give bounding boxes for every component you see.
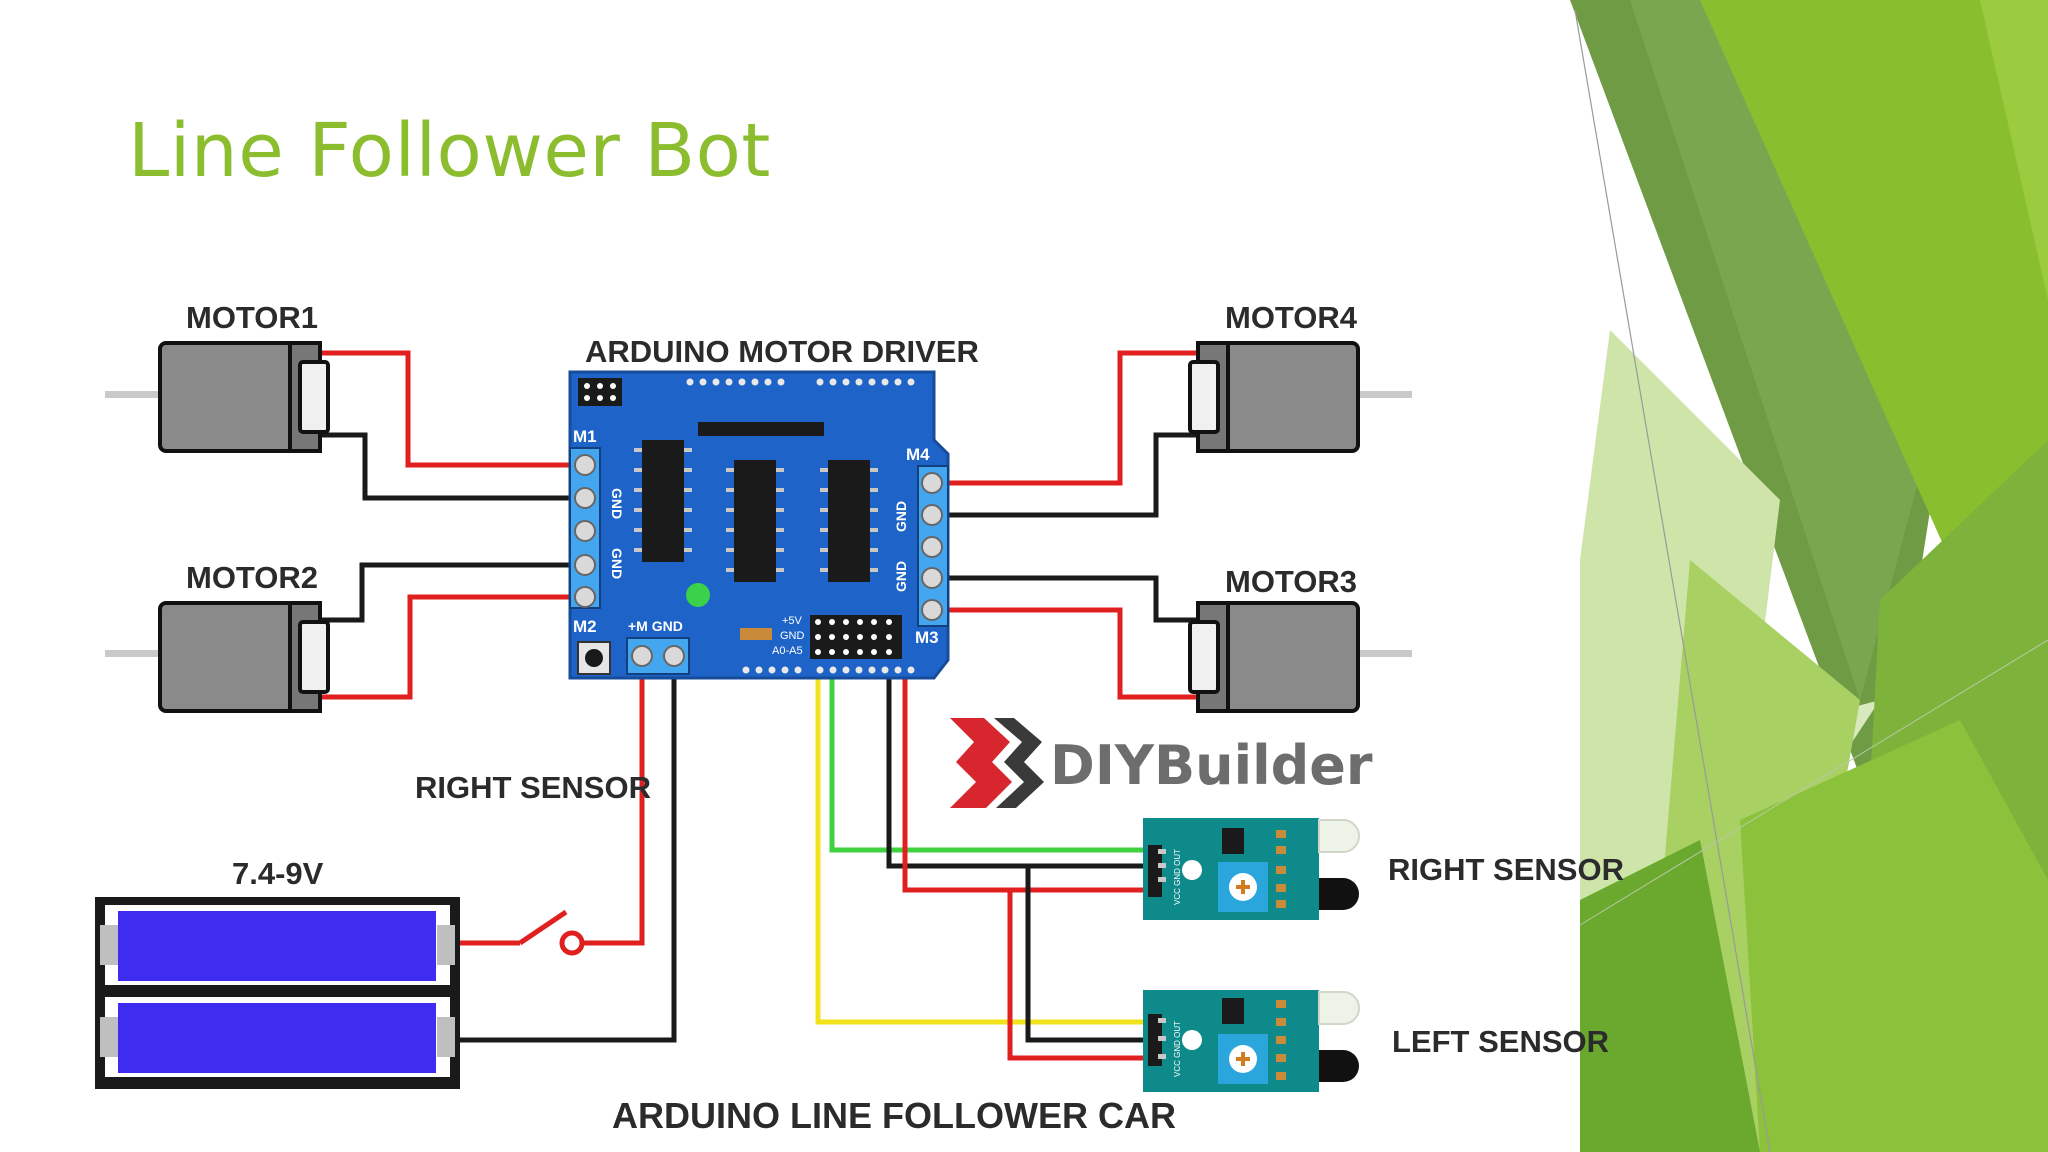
label-m1: M1	[573, 427, 597, 446]
wire-right-sensor-out	[829, 658, 1148, 853]
wire-motor4-red	[936, 350, 1200, 486]
switch-lever	[518, 909, 568, 946]
diagram-labels: MOTOR1 MOTOR2 MOTOR4 MOTOR3 ARDUINO MOTO…	[186, 300, 1624, 1136]
label-motor1: MOTOR1	[186, 300, 318, 335]
top-header-pins	[686, 378, 915, 386]
wire-motor2-red	[318, 594, 578, 700]
label-power-terminal: +M GND	[628, 618, 683, 634]
diybuilder-logo: DIYBuilder	[950, 718, 1373, 808]
power-led	[686, 583, 710, 607]
right-sensor-module: VCC GND OUT	[1143, 818, 1360, 920]
label-m2: M2	[573, 617, 597, 636]
label-header-gnd: GND	[780, 630, 805, 642]
label-gnd-left-2: GND	[609, 548, 625, 579]
wire-motor1-red	[318, 350, 578, 468]
wire-motor1-black	[318, 432, 578, 501]
label-motor2: MOTOR2	[186, 560, 318, 595]
wire-right-sensor-vcc	[902, 658, 1148, 893]
motor-driver-board: M1 M2 M4 M3 GND GND GND GND +M GND +5V G…	[568, 370, 950, 680]
label-m4: M4	[906, 445, 930, 464]
brand-text: DIYBuilder	[1050, 734, 1373, 797]
driver-chips	[634, 440, 878, 582]
label-header-5v: +5V	[782, 615, 803, 627]
motor2	[105, 601, 330, 713]
right-sensor-pin-labels: VCC GND OUT	[1173, 849, 1182, 905]
wire-switch-to-vm	[582, 660, 645, 946]
motor3	[1188, 601, 1412, 713]
label-header-a0-a5: A0-A5	[772, 645, 803, 657]
wires	[318, 350, 1200, 1061]
label-gnd-left-1: GND	[609, 488, 625, 519]
label-right-sensor-left: RIGHT SENSOR	[415, 770, 651, 805]
label-motor4: MOTOR4	[1225, 300, 1358, 335]
motor1	[105, 341, 330, 453]
label-left-sensor: LEFT SENSOR	[1392, 1024, 1609, 1059]
label-battery-voltage: 7.4-9V	[232, 856, 324, 891]
motor4	[1188, 341, 1412, 453]
left-sensor-pin-labels: VCC GND OUT	[1173, 1021, 1182, 1077]
slide-title: Line Follower Bot	[128, 108, 771, 194]
label-m3: M3	[915, 628, 939, 647]
wire-motor2-black	[318, 562, 578, 623]
label-driver-title: ARDUINO MOTOR DRIVER	[585, 334, 979, 369]
wire-motor3-red	[936, 607, 1200, 700]
wire-left-sensor-gnd	[1025, 866, 1148, 1043]
wire-motor3-black	[936, 575, 1200, 623]
label-motor3: MOTOR3	[1225, 564, 1357, 599]
diagram-caption: ARDUINO LINE FOLLOWER CAR	[612, 1095, 1176, 1136]
left-sensor-module: VCC GND OUT	[1143, 990, 1360, 1092]
wire-left-sensor-out	[815, 658, 1148, 1025]
label-gnd-right-1: GND	[893, 501, 909, 532]
label-right-sensor: RIGHT SENSOR	[1388, 852, 1624, 887]
wire-right-sensor-gnd	[886, 658, 1148, 869]
wire-left-sensor-vcc	[1007, 890, 1148, 1061]
wire-motor4-black	[936, 432, 1200, 518]
label-gnd-right-2: GND	[893, 561, 909, 592]
wire-battery-black	[460, 660, 677, 1043]
switch-contact	[559, 930, 585, 956]
battery-pack	[95, 897, 460, 1089]
